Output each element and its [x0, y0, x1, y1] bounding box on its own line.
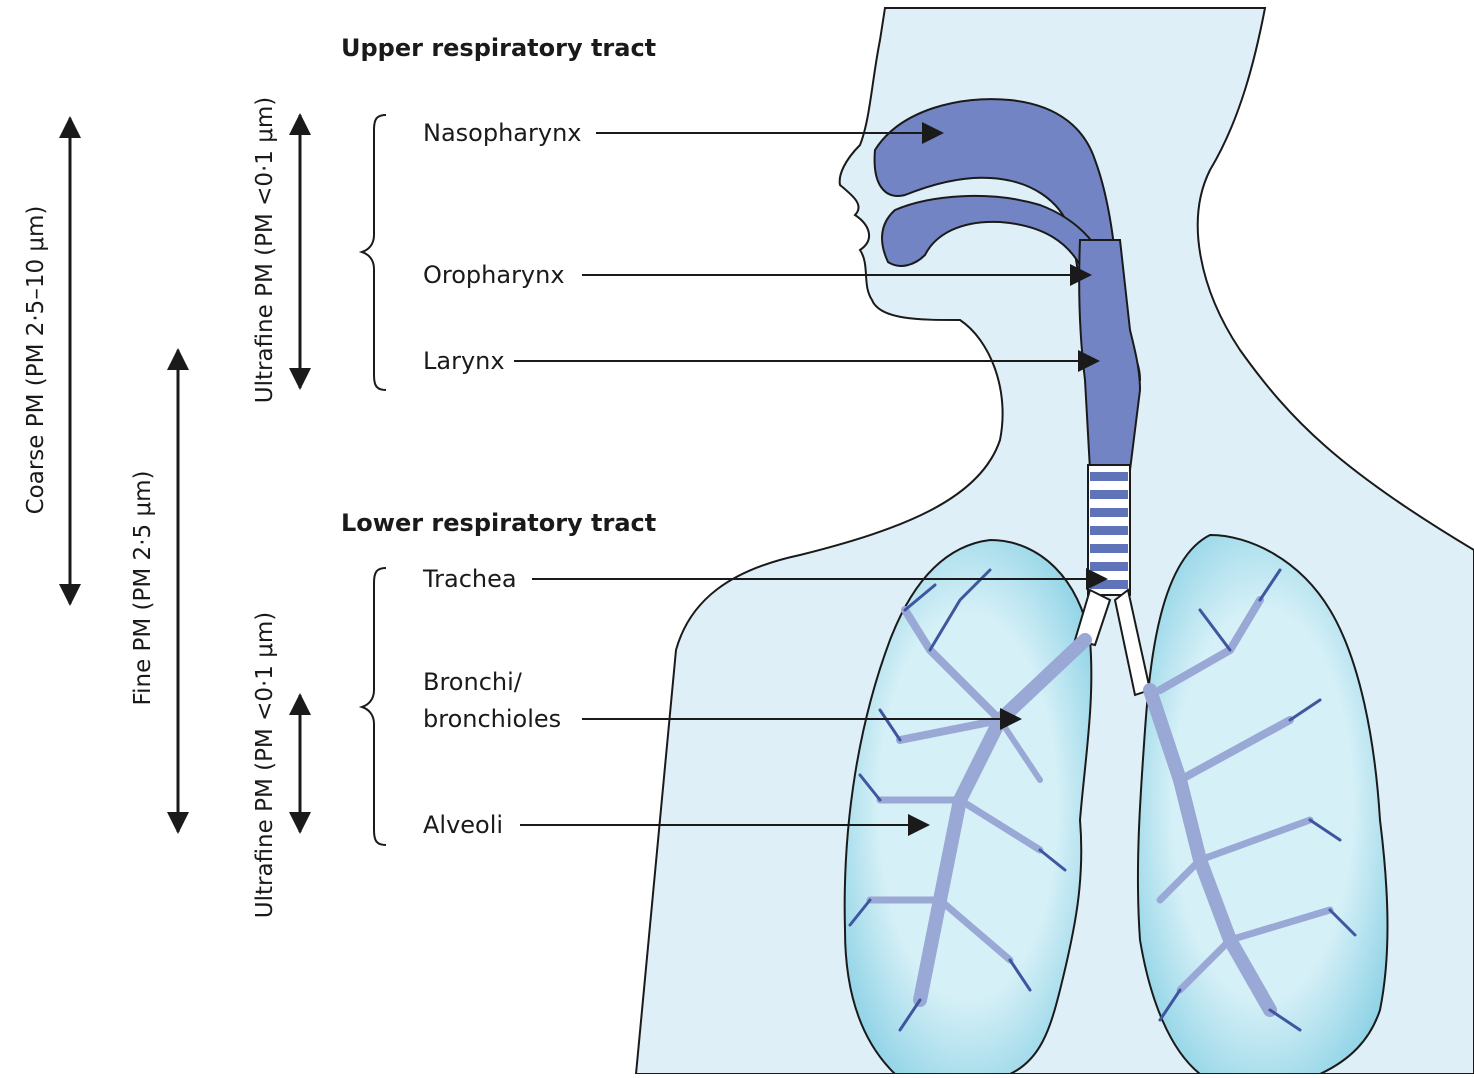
label-nasopharynx: Nasopharynx	[423, 119, 581, 147]
label-coarse-pm: Coarse PM (PM 2·5–10 μm)	[23, 206, 49, 515]
label-bronchioles: bronchioles	[423, 705, 561, 733]
label-larynx: Larynx	[423, 347, 505, 375]
label-ultrafine-lower: Ultrafine PM (PM <0·1 μm)	[252, 612, 278, 919]
upper-brace	[362, 115, 386, 390]
upper-tract-title: Upper respiratory tract	[341, 34, 656, 62]
label-oropharynx: Oropharynx	[423, 261, 565, 289]
lower-brace	[362, 568, 386, 845]
label-ultrafine-upper: Ultrafine PM (PM <0·1 μm)	[252, 97, 278, 404]
label-trachea: Trachea	[422, 565, 517, 593]
label-alveoli: Alveoli	[423, 811, 503, 839]
lower-tract-title: Lower respiratory tract	[341, 509, 656, 537]
label-bronchi: Bronchi/	[423, 668, 523, 696]
label-fine-pm: Fine PM (PM 2·5 μm)	[130, 471, 156, 706]
